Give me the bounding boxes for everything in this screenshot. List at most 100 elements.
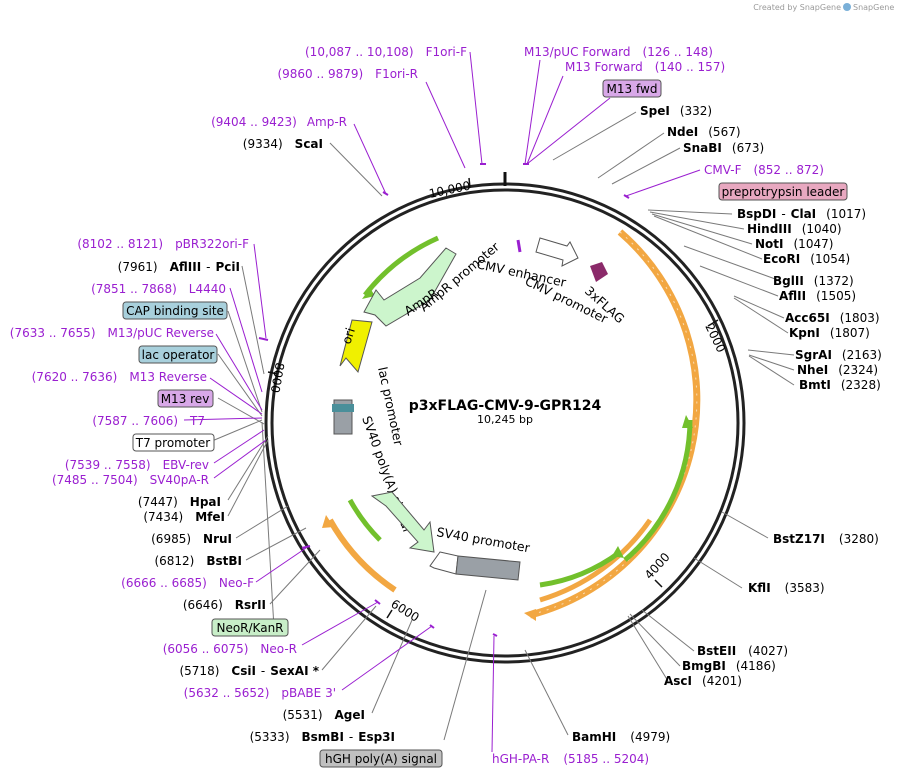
enzyme-pos: (7447)	[138, 495, 178, 509]
watermark: Created by SnapGene	[753, 3, 841, 12]
enzyme-name: BmtI	[799, 378, 831, 392]
svg-text:M13 Forward(140 .. 157): M13 Forward(140 .. 157)	[565, 60, 725, 74]
svg-text:BstEII(4027): BstEII(4027)	[697, 644, 788, 658]
enzyme-name: MfeI	[195, 510, 225, 524]
svg-text:SgrAI(2163): SgrAI(2163)	[795, 348, 882, 362]
enzyme-pos: (5718)	[179, 664, 219, 678]
svg-text:HindIII(1040): HindIII(1040)	[747, 222, 842, 236]
enzyme-sep: -	[349, 730, 353, 744]
primer-labels: (10,087 .. 10,108) F1ori-F (9860 .. 9879)…	[10, 45, 824, 766]
tick-8000: 8000	[268, 361, 287, 394]
enzyme-name: HindIII	[747, 222, 792, 236]
primer-name: M13 Reverse	[129, 370, 207, 384]
enzyme-name: AflII	[779, 289, 806, 303]
enzyme-pos: (332)	[680, 104, 712, 118]
neor-kanr-label: NeoR/KanR	[216, 621, 283, 635]
lac-operator-label: lac operator	[142, 348, 215, 362]
svg-text:(5531)AgeI: (5531)AgeI	[283, 708, 365, 722]
m13-rev-label: M13 rev	[161, 392, 210, 406]
enzyme-name: AflIII	[170, 260, 202, 274]
primer-name: M13/pUC Forward	[524, 45, 631, 59]
snapgene-logo-icon	[843, 3, 851, 11]
enzyme-name: CsiI	[231, 664, 256, 678]
svg-text:(7587 .. 7606)T7: (7587 .. 7606)T7	[92, 414, 205, 428]
enzyme-pos: (4201)	[702, 674, 742, 688]
svg-text:SpeI(332): SpeI(332)	[640, 104, 712, 118]
enzyme-name: AscI	[664, 674, 692, 688]
svg-text:(7434)MfeI: (7434) MfeI	[143, 510, 225, 524]
primer-range: (5632 .. 5652)	[184, 686, 270, 700]
enzyme-name-2: Esp3I	[358, 730, 395, 744]
enzyme-pos: (4979)	[630, 730, 670, 744]
enzyme-pos: (9334)	[243, 137, 283, 151]
primer-range: (7851 .. 7868)	[91, 282, 177, 296]
preprotrypsin-leader-label: preprotrypsin leader	[722, 185, 845, 199]
primer-name: F1ori-R	[375, 67, 418, 81]
enzyme-name-2: ClaI	[791, 207, 816, 221]
primer-range: (126 .. 148)	[643, 45, 713, 59]
enzyme-name: BstZ17I	[773, 532, 825, 546]
svg-text:(5333)BsmBI-Esp3I: (5333)BsmBI-Esp3I	[250, 730, 395, 744]
enzyme-name-2: SexAI *	[270, 664, 319, 678]
enzyme-pos: (2324)	[838, 363, 878, 377]
watermark-brand: SnapGene	[853, 3, 894, 12]
primer-range: (9860 .. 9879)	[277, 67, 363, 81]
primer-range: (7620 .. 7636)	[32, 370, 118, 384]
primer-name: Neo-R	[260, 642, 297, 656]
orf-arcs	[322, 229, 701, 621]
enzyme-name: BmgBI	[682, 659, 726, 673]
plasmid-size: 10,245 bp	[477, 413, 533, 426]
svg-text:(6666 .. 6685)Neo-F: (6666 .. 6685)Neo-F	[121, 576, 254, 590]
svg-text:BmgBI(4186): BmgBI (4186)	[682, 659, 776, 673]
primer-name: EBV-rev	[163, 458, 209, 472]
primer-name: F1ori-F	[426, 45, 467, 59]
svg-text:AflII(1505): AflII(1505)	[779, 289, 856, 303]
primer-name: M13/pUC Reverse	[108, 326, 215, 340]
enzyme-name: NruI	[203, 532, 232, 546]
svg-text:(7620 .. 7636)M13 Reverse: (7620 .. 7636) M13 Reverse	[32, 370, 207, 384]
primer-range: (852 .. 872)	[753, 163, 823, 177]
svg-text:(7447)HpaI: (7447) HpaI	[138, 495, 221, 509]
svg-text:BamHI(4979): BamHI(4979)	[572, 730, 670, 744]
enzyme-pos: (6646)	[183, 598, 223, 612]
primer-range: (6666 .. 6685)	[121, 576, 207, 590]
enzyme-pos: (6812)	[154, 554, 194, 568]
enzyme-name: BglII	[773, 274, 804, 288]
svg-text:CMV-F(852 .. 872): CMV-F(852 .. 872)	[704, 163, 824, 177]
svg-text:(7851 .. 7868)L4440: (7851 .. 7868) L4440	[91, 282, 226, 296]
sv40-promoter-label: SV40 promoter	[435, 524, 531, 555]
hgh-polya-label: hGH poly(A) signal	[325, 752, 437, 766]
leader-lines	[211, 111, 795, 741]
enzyme-pos: (7434)	[143, 510, 183, 524]
primer-name: SV40pA-R	[150, 473, 209, 487]
svg-text:SnaBI(673): SnaBI(673)	[683, 141, 764, 155]
enzyme-name: NotI	[755, 237, 784, 251]
primer-name: pBABE 3'	[281, 686, 336, 700]
boxed-feature-labels: M13 fwd preprotrypsin leader CAP binding…	[122, 79, 848, 768]
enzyme-name: Acc65I	[785, 311, 830, 325]
enzyme-pos: (1803)	[840, 311, 880, 325]
ori-label: ori	[339, 326, 358, 346]
svg-text:NotI(1047): NotI(1047)	[755, 237, 833, 251]
enzyme-pos: (4027)	[748, 644, 788, 658]
primer-name: L4440	[189, 282, 226, 296]
primer-name: Amp-R	[307, 115, 347, 129]
svg-text:NheI(2324): NheI(2324)	[797, 363, 878, 377]
svg-text:(7961)AflIII-PciI: (7961)AflIII-PciI	[118, 260, 240, 274]
svg-text:(10,087 .. 10,108)F1ori-F: (10,087 .. 10,108) F1ori-F	[305, 45, 467, 59]
primer-range: (5185 .. 5204)	[563, 752, 649, 766]
enzyme-pos: (1807)	[830, 326, 870, 340]
primer-range: (10,087 .. 10,108)	[305, 45, 414, 59]
primer-name: T7	[189, 414, 205, 428]
svg-text:NdeI(567): NdeI(567)	[667, 125, 741, 139]
flag-tag-shape	[590, 262, 608, 282]
enzyme-pos: (3583)	[785, 581, 825, 595]
primer-range: (7539 .. 7558)	[65, 458, 151, 472]
enzyme-name: BspDI	[737, 207, 776, 221]
enzyme-name: HpaI	[190, 495, 221, 509]
primer-range: (6056 .. 6075)	[163, 642, 249, 656]
enzyme-sep: -	[206, 260, 210, 274]
enzyme-pos: (4186)	[736, 659, 776, 673]
